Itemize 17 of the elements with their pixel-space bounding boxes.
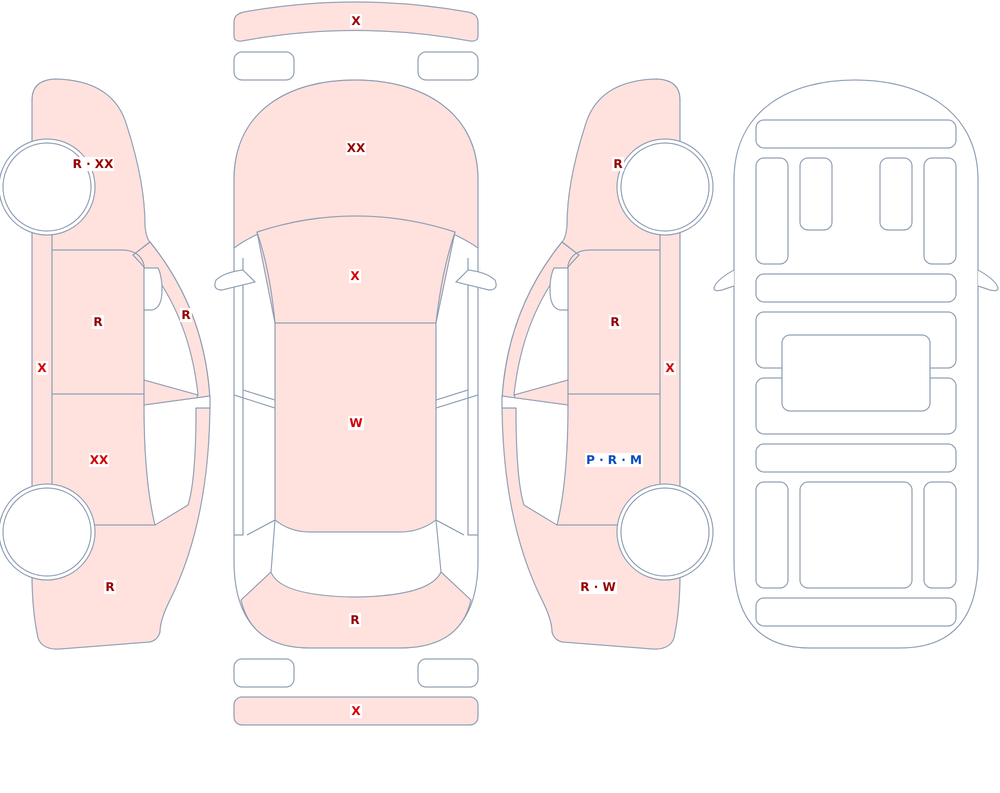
damage-code: R · XX: [72, 157, 114, 171]
damage-code: R: [349, 613, 361, 627]
damage-code: X: [350, 14, 362, 28]
damage-code: XX: [346, 141, 366, 155]
damage-code: R: [180, 308, 192, 322]
damage-code: R: [612, 157, 624, 171]
damage-code: X: [664, 361, 676, 375]
damage-code: X: [349, 269, 361, 283]
damage-code: R: [104, 580, 116, 594]
damage-code: X: [36, 361, 48, 375]
damage-code: R: [609, 315, 621, 329]
damage-code: R: [92, 315, 104, 329]
damage-code: P · R · M: [585, 453, 643, 467]
damage-code: W: [348, 416, 364, 430]
damage-code: X: [350, 704, 362, 718]
damage-code: XX: [88, 453, 110, 467]
damage-code: R · W: [579, 580, 617, 594]
